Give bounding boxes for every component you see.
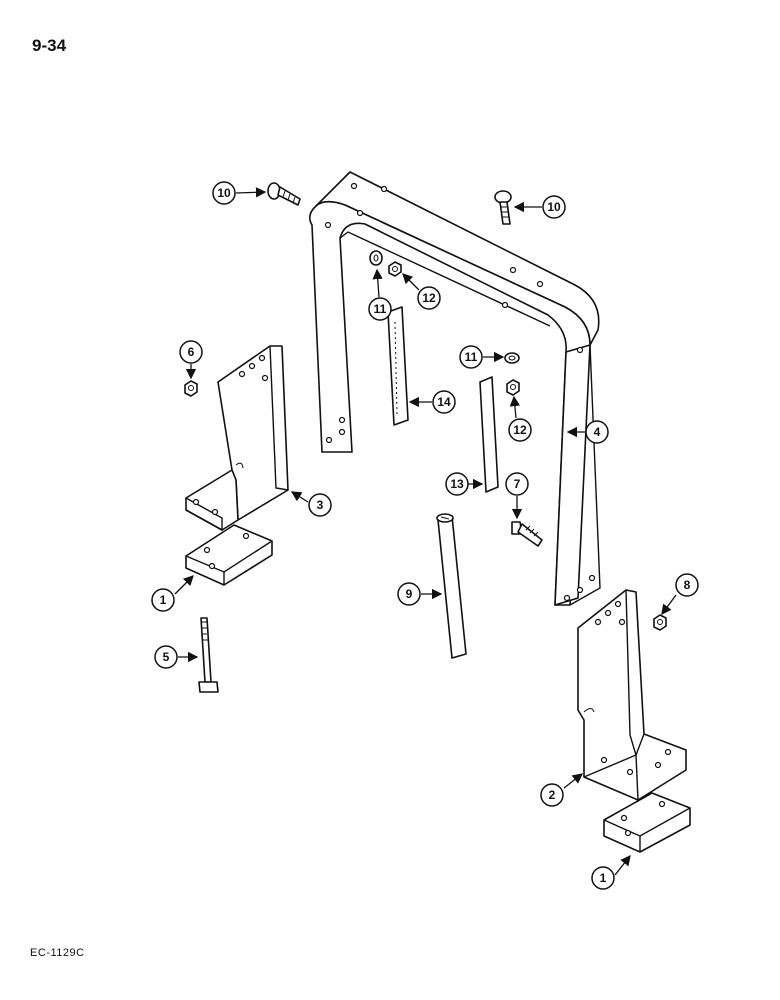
- callout-8: 8: [675, 573, 699, 597]
- left-bracket: [185, 345, 289, 532]
- nut-8: [653, 614, 667, 631]
- callout-14: 14: [432, 390, 456, 414]
- callout-label: 4: [594, 425, 601, 439]
- callout-label: 9: [406, 587, 413, 601]
- callout-label: 2: [549, 788, 556, 802]
- callout-label: 3: [317, 498, 324, 512]
- callout-label: 6: [188, 345, 195, 359]
- rod: [436, 513, 467, 659]
- callout-12-upper: 12: [417, 286, 441, 310]
- reference-code: EC-1129C: [30, 947, 85, 959]
- callout-9: 9: [397, 582, 421, 606]
- callout-10-right: 10: [542, 195, 566, 219]
- callout-4: 4: [585, 420, 609, 444]
- callout-7: 7: [505, 472, 529, 496]
- callout-3: 3: [308, 493, 332, 517]
- callout-5: 5: [154, 645, 178, 669]
- callout-label: 5: [163, 650, 170, 664]
- callout-13: 13: [445, 472, 469, 496]
- nut-12-upper: [388, 261, 402, 277]
- callout-2: 2: [540, 783, 564, 807]
- callout-10-left: 10: [212, 181, 236, 205]
- bolt-10-right: [494, 190, 512, 225]
- callout-label: 1: [600, 871, 607, 885]
- callout-label: 13: [450, 477, 464, 491]
- washer-11-upper: [369, 250, 383, 266]
- callout-label: 10: [547, 200, 561, 214]
- callout-label: 11: [465, 350, 478, 364]
- washer-11-lower: [504, 352, 520, 364]
- callout-label: 7: [514, 477, 521, 491]
- left-plate: [185, 524, 273, 586]
- callout-11-lower: 11: [459, 345, 483, 369]
- right-bracket: [577, 589, 687, 801]
- right-plate: [603, 792, 691, 853]
- decal-strip: [479, 376, 499, 493]
- bolt-7: [511, 521, 543, 547]
- nut-6: [184, 380, 198, 397]
- callout-label: 12: [422, 291, 436, 305]
- leader-lines: [174, 187, 677, 876]
- callout-label: 8: [684, 578, 691, 592]
- callout-11-upper: 11: [368, 297, 392, 321]
- callout-12-lower: 12: [508, 418, 532, 442]
- callout-label: 10: [217, 186, 231, 200]
- callout-6: 6: [179, 340, 203, 364]
- callout-label: 12: [513, 423, 527, 437]
- page-number: 9-34: [32, 36, 67, 55]
- callout-1-right: 1: [591, 866, 615, 890]
- nut-12-lower: [506, 379, 520, 396]
- decal-large: [387, 306, 409, 426]
- u-frame: [308, 171, 601, 606]
- callout-label: 11: [374, 302, 387, 316]
- callout-label: 14: [437, 395, 451, 409]
- long-bolt: [198, 617, 219, 693]
- callout-1-left: 1: [151, 588, 175, 612]
- bolt-10-left: [267, 182, 301, 206]
- callout-label: 1: [160, 593, 167, 607]
